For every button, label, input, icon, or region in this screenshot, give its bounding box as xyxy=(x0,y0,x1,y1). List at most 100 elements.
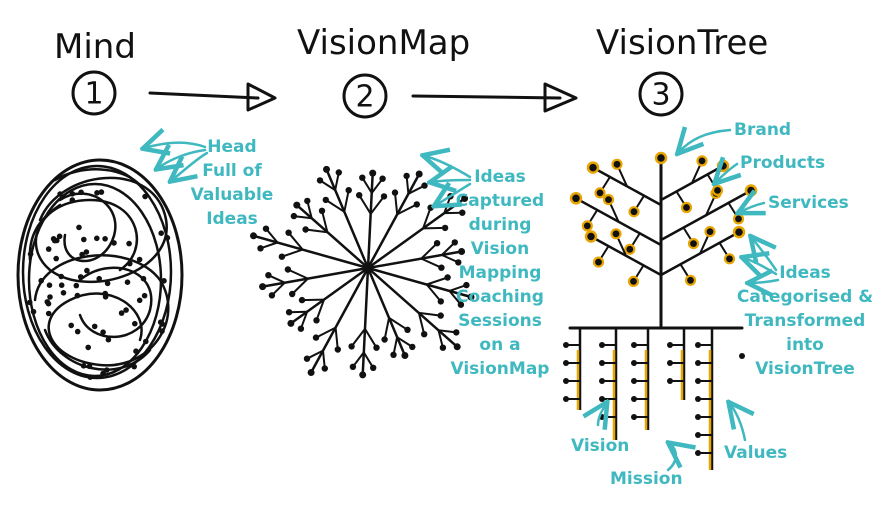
map-idea-dot xyxy=(265,272,272,279)
step-2-number: 2 xyxy=(355,80,374,115)
map-idea-dot xyxy=(467,293,475,301)
map-branch xyxy=(261,266,370,288)
services-arrow xyxy=(740,203,764,212)
mind-note-arrow-1 xyxy=(145,143,207,148)
tree-note-line-3: Transformed xyxy=(745,311,866,331)
map-idea-dot xyxy=(359,371,367,379)
tree-idea-dot xyxy=(716,159,730,173)
mind-dot xyxy=(104,280,111,287)
mind-dot xyxy=(102,290,108,297)
mind-dot xyxy=(58,273,64,280)
map-idea-dot xyxy=(451,239,458,246)
tree-idea-dot xyxy=(687,238,700,250)
map-branch xyxy=(309,266,370,374)
mind-dot xyxy=(140,275,147,282)
mind-dot xyxy=(123,307,129,313)
map-idea-dot xyxy=(391,189,399,196)
map-twig xyxy=(315,298,325,322)
map-twig xyxy=(364,327,378,349)
step-3-circle xyxy=(638,71,684,117)
root-dot xyxy=(695,396,701,402)
tree-note-line-4: into xyxy=(786,335,824,355)
tree-label-services: Services xyxy=(768,193,849,213)
map-note-line-9: VisionMap xyxy=(451,359,550,379)
tree-idea-dot xyxy=(744,184,758,197)
map-twig xyxy=(369,195,385,215)
map-idea-dot xyxy=(458,248,466,255)
tree-label-values: Values xyxy=(724,443,787,463)
map-branch xyxy=(366,250,463,270)
map-note-line-7: Sessions xyxy=(458,311,542,331)
tree-idea-dot xyxy=(628,206,640,218)
map-note-line-8: on a xyxy=(479,335,520,355)
mind-dot xyxy=(104,367,110,373)
root-dot xyxy=(695,342,701,348)
map-idea-dot xyxy=(312,334,320,341)
mind-dot xyxy=(76,224,82,231)
arrow-2-to-3 xyxy=(411,82,578,113)
mind-dot xyxy=(46,282,53,289)
root-dot xyxy=(599,396,605,402)
mind-dot xyxy=(45,310,52,317)
map-idea-dot xyxy=(307,369,315,376)
root-dot xyxy=(695,414,701,420)
map-note-line-5: Mapping xyxy=(459,263,542,283)
arrow-1-to-2 xyxy=(148,82,277,112)
map-twig xyxy=(280,248,304,258)
tree-idea-dot xyxy=(586,161,600,174)
map-idea-dot xyxy=(323,165,330,173)
root-dot xyxy=(563,342,569,348)
mind-dot xyxy=(111,240,117,246)
map-branch xyxy=(361,266,370,377)
map-idea-dot xyxy=(318,207,326,214)
map-note-arrow-2 xyxy=(432,180,472,182)
mind-dot xyxy=(100,370,106,377)
map-idea-dot xyxy=(262,225,270,232)
map-twig xyxy=(315,326,337,339)
mind-dot xyxy=(45,246,52,252)
map-idea-dot xyxy=(356,192,363,199)
tree-idea-dot xyxy=(680,201,693,214)
map-twig xyxy=(422,226,447,230)
map-twig xyxy=(394,191,399,216)
mind-dot xyxy=(38,277,44,284)
map-idea-dot xyxy=(415,170,423,178)
tree-idea-dot xyxy=(732,225,746,239)
mind-dot xyxy=(131,363,137,370)
map-idea-dot xyxy=(437,312,444,319)
map-idea-dot xyxy=(457,301,465,308)
mind-dot xyxy=(136,297,143,304)
root-dot xyxy=(667,378,673,384)
mind-dot xyxy=(79,251,85,258)
map-branch xyxy=(366,172,421,270)
mind-dot xyxy=(56,233,63,240)
map-twig xyxy=(301,298,325,302)
root-dot xyxy=(631,342,637,348)
map-idea-dot xyxy=(441,224,449,232)
map-twig xyxy=(383,316,390,341)
tree-idea-dot xyxy=(610,228,622,240)
mind-tangle xyxy=(16,158,184,392)
map-twig xyxy=(420,242,439,260)
tree-idea-dot xyxy=(704,226,716,238)
tree-note-line-1: Ideas xyxy=(779,263,831,283)
tree-idea-dot xyxy=(581,220,593,232)
root-dot xyxy=(631,396,637,402)
root-dot xyxy=(563,378,569,384)
root-dot xyxy=(695,360,701,366)
mind-dot xyxy=(159,328,165,334)
map-idea-dot xyxy=(257,245,264,252)
map-twig xyxy=(291,277,309,295)
mind-dot xyxy=(158,230,164,236)
map-twig xyxy=(420,257,443,269)
tree-idea-dot xyxy=(602,194,615,206)
map-idea-dot xyxy=(439,344,447,351)
map-idea-dot xyxy=(437,298,444,305)
mission-arrow xyxy=(668,444,676,472)
tree-idea-dot xyxy=(594,187,606,199)
mind-dot xyxy=(105,336,112,343)
step-3-number: 3 xyxy=(651,78,670,113)
step-2-circle xyxy=(342,73,388,119)
map-idea-dot xyxy=(461,195,469,202)
